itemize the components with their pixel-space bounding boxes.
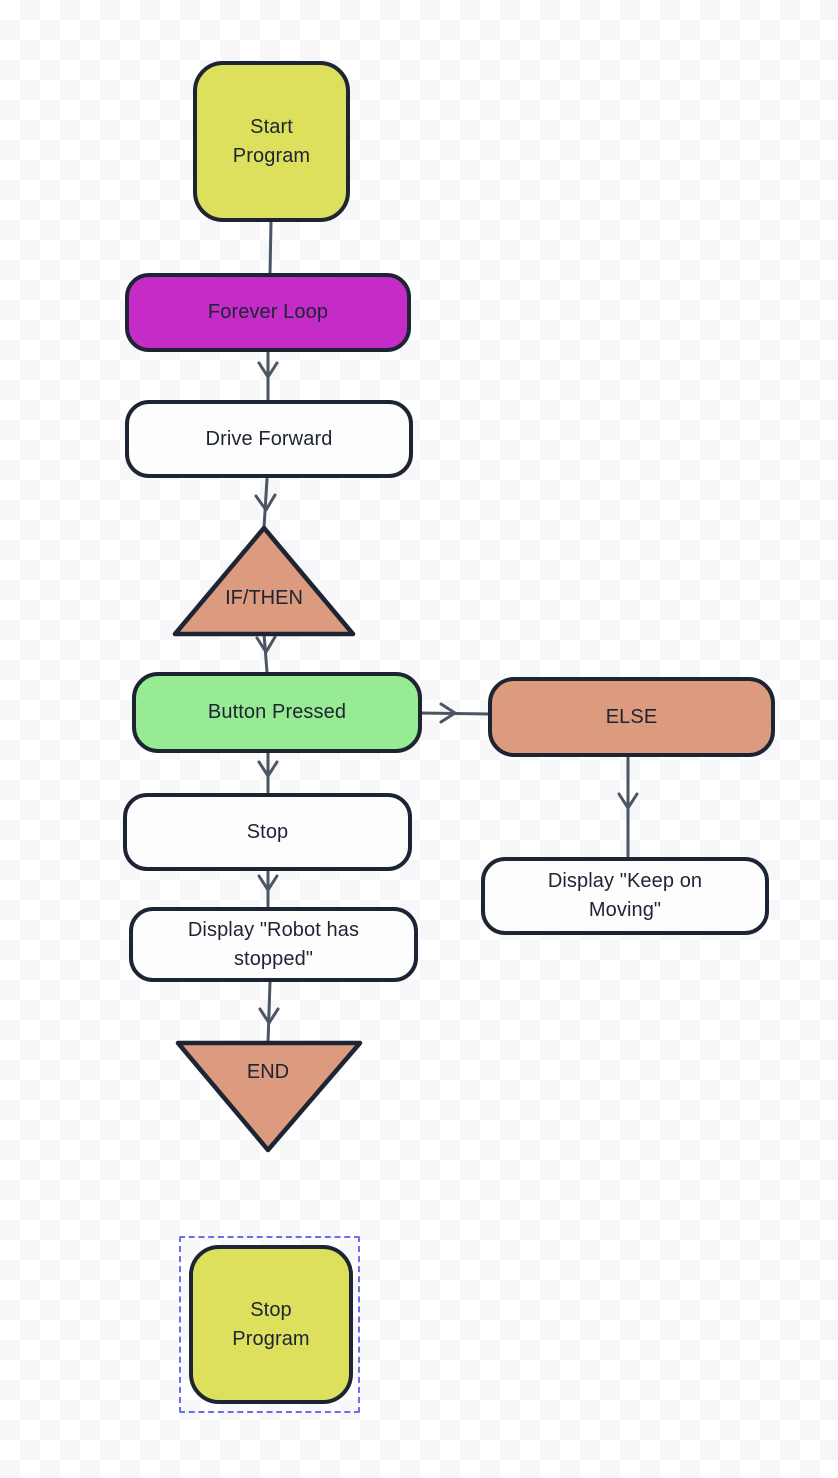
node-button-pressed[interactable]: Button Pressed	[132, 672, 422, 753]
connector-start-to-forever[interactable]	[268, 220, 273, 276]
connector-stop-to-robotstopped[interactable]	[257, 869, 279, 908]
node-label: Stop	[246, 820, 289, 843]
node-label: ELSE	[605, 705, 658, 728]
arrowhead-icon	[257, 760, 279, 778]
selection-box[interactable]	[179, 1236, 360, 1413]
node-end-label: END	[246, 1061, 290, 1083]
arrowhead-icon	[257, 361, 279, 379]
node-if-then-shape[interactable]	[172, 525, 356, 637]
node-else[interactable]: ELSE	[488, 677, 775, 757]
node-label: Moving"	[588, 899, 662, 921]
node-label: Button Pressed	[207, 701, 347, 723]
node-display-robot-stopped[interactable]: Display "Robot has stopped"	[129, 907, 418, 982]
node-label: Display "Keep on	[547, 870, 703, 892]
arrowhead-icon	[617, 792, 639, 810]
node-label: stopped"	[233, 947, 314, 970]
arrowhead-icon	[254, 493, 277, 512]
connector-ifthen-to-button[interactable]	[255, 632, 277, 674]
connector-else-to-keepmoving[interactable]	[617, 755, 639, 858]
node-label: Drive Forward	[205, 427, 333, 450]
node-label: Start	[250, 115, 293, 138]
node-drive-forward[interactable]: Drive Forward	[125, 400, 413, 478]
node-end-shape[interactable]	[175, 1040, 363, 1153]
node-stop-program[interactable]: Stop Program	[189, 1245, 353, 1404]
connector-forever-to-drive[interactable]	[257, 350, 279, 402]
node-label: Stop	[250, 1298, 292, 1321]
arrowhead-icon	[439, 702, 457, 724]
node-stop[interactable]: Stop	[123, 793, 412, 871]
arrowhead-icon	[258, 1007, 280, 1025]
node-display-keep-moving[interactable]: Display "Keep on Moving"	[481, 857, 769, 935]
node-forever-loop[interactable]: Forever Loop	[125, 273, 411, 352]
node-label: Display "Robot has	[187, 918, 360, 941]
arrowhead-icon	[255, 635, 277, 654]
connector-button-to-stop[interactable]	[257, 751, 279, 794]
connector-robotstopped-to-end[interactable]	[258, 980, 280, 1045]
node-label: Program	[232, 144, 311, 167]
node-if-then-label: IF/THEN	[225, 587, 303, 609]
node-start-program[interactable]: Start Program	[193, 61, 350, 222]
node-label: Forever Loop	[207, 301, 329, 323]
connector-button-to-else[interactable]	[418, 702, 491, 724]
connector-drive-to-ifthen[interactable]	[254, 477, 277, 530]
node-label: Program	[232, 1327, 310, 1350]
arrowhead-icon	[257, 874, 279, 892]
